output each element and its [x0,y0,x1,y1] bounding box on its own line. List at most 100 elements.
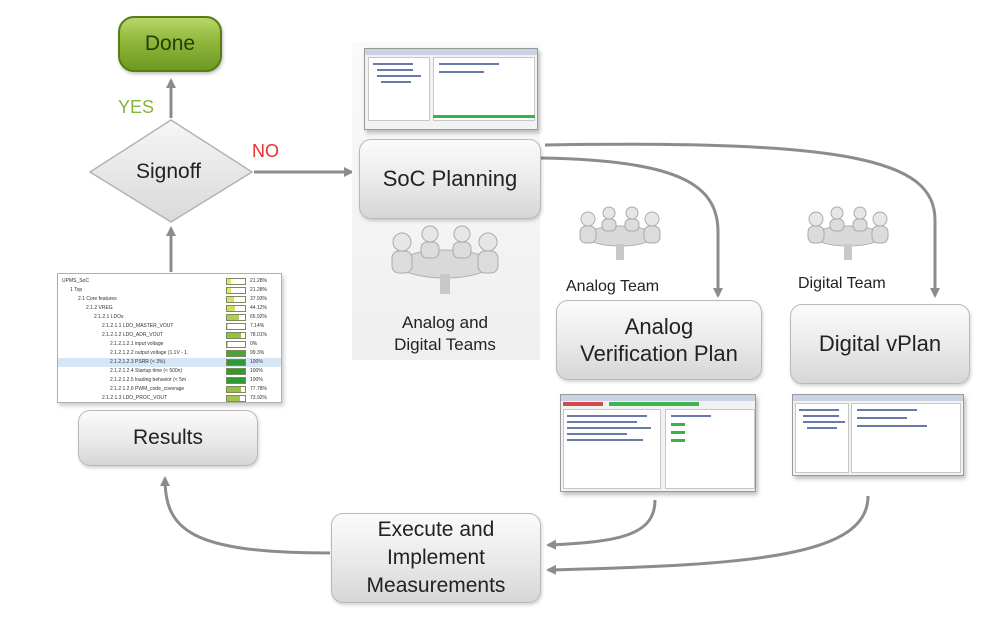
coverage-bar [226,386,246,393]
coverage-bar [226,296,246,303]
coverage-bar [226,305,246,312]
results-row-label: 2.1.2.1.2.6 PWM_code_coverage [110,386,185,392]
results-row[interactable]: 2.1.2.1.2.6 PWM_code_coverage 77.78% [58,385,281,394]
coverage-bar-fill [227,324,229,329]
results-row-label: 2.1.2.1 LDOs [94,314,124,320]
analog-verification-plan-node: Analog Verification Plan [556,300,762,380]
results-row-percent: 44.12% [250,305,267,311]
results-row-percent: 37.93% [250,296,267,302]
digital-vplan-label: Digital vPlan [818,331,942,357]
coverage-bar [226,332,246,339]
analog-digital-teams-line-1: Analog and [401,313,489,332]
results-row-percent: 77.78% [250,386,267,392]
results-row[interactable]: 2.1.2.1.2.5 loading behavior (< 5m 100% [58,376,281,385]
results-row-percent: 7.14% [250,323,265,329]
results-row-label: 2.1.2.1.2.5 loading behavior (< 5m [110,377,187,383]
results-row[interactable]: 2.1.2 VREG 44.12% [58,304,281,313]
results-node: Results [78,410,258,466]
execute-node: Execute and Implement Measurements [331,513,541,603]
results-row[interactable]: 2.1 Core features 37.93% [58,295,281,304]
results-row[interactable]: 2.1.2.1.2.4 Startup time (< 500n)100% [58,367,281,376]
digital-vplan-node: Digital vPlan [790,304,970,384]
analog-plan-line-2: Verification Plan [580,341,738,366]
arrow-analog-to-execute [546,499,657,550]
results-row-percent: 0% [250,341,258,347]
execute-line-2: Implement [386,546,486,569]
results-row-percent: 65.92% [250,314,267,320]
coverage-bar [226,359,246,366]
coverage-bar-fill [227,297,234,302]
signoff-label: Signoff [136,160,201,183]
yes-label: YES [118,97,155,117]
results-row-percent: 100% [250,377,263,383]
coverage-bar-fill [227,306,235,311]
results-row-label: 2.1.2.1.2.4 Startup time (< 500n) [110,368,183,374]
coverage-bar [226,341,246,348]
results-row[interactable]: 2.1.2.1.2.1 input voltage 0% [58,340,281,349]
coverage-bar [226,323,246,330]
results-row-label: 2.1.2.1.2.1 input voltage [110,341,164,347]
results-row-label: 2.1.2.1.2.3 PSRR (< 3%) [110,359,166,365]
soc-planning-label: SoC Planning [382,166,518,192]
results-row-percent: 78.01% [250,332,267,338]
coverage-bar [226,395,246,402]
arrow-digital-to-execute [546,495,870,575]
analog-plan-line-1: Analog [624,313,694,339]
digital-team-meeting-icon [807,206,889,260]
coverage-bar [226,278,246,285]
execute-line-1: Execute and [377,518,495,541]
arrow-execute-to-results [160,476,331,555]
coverage-bar-fill [227,315,239,320]
coverage-bar-fill [227,387,242,392]
coverage-bar-fill [227,378,245,383]
coverage-bar [226,368,246,375]
results-row[interactable]: 2.1.2.1 LDOs 65.92% [58,313,281,322]
arrow-soc-to-digital-vplan [544,142,940,298]
results-row-percent: 21.28% [250,278,267,284]
analog-team-meeting-icon [579,206,661,260]
coverage-bar-fill [227,396,241,401]
analog-plan-screenshot [560,394,756,492]
results-row[interactable]: UPMS_SoC 21.28% [58,277,281,286]
no-label: NO [252,141,279,161]
analog-digital-teams-label: Analog and Digital Teams [380,312,510,356]
coverage-bar-fill [227,279,231,284]
soc-planning-screenshot [364,48,538,130]
coverage-bar-fill [227,360,245,365]
results-row[interactable]: 2.1.2.1.2 LDO_ADR_VOUT 78.01% [58,331,281,340]
results-row-label: UPMS_SoC [62,278,89,284]
results-label: Results [132,425,204,449]
coverage-bar-fill [227,333,242,338]
coverage-bar-fill [227,342,228,347]
signoff-diamond [88,119,254,223]
results-row-label: 2.1.2.1.2 LDO_ADR_VOUT [102,332,164,338]
results-row-label: 2.1.2.1.1 LDO_MASTER_VOUT [102,323,174,329]
arrow-soc-to-analog-plan [539,156,723,298]
coverage-bar [226,377,246,384]
execute-line-3: Measurements [366,574,506,597]
coverage-bar-fill [227,288,231,293]
coverage-bar [226,350,246,357]
coverage-bar [226,287,246,294]
results-row-label: 2.1 Core features [78,296,117,302]
digital-team-label: Digital Team [798,275,886,292]
coverage-bar-fill [227,369,245,374]
results-row-percent: 73.92% [250,395,267,401]
digital-vplan-screenshot [792,394,964,476]
results-row-label: 2.1.2.1.2.2 output voltage (1.1V - 1. [110,350,189,356]
results-row-label: 1 Top [70,287,83,293]
coverage-bar [226,314,246,321]
team-meeting-icon [391,225,499,294]
soc-planning-node: SoC Planning [359,139,541,219]
results-row-label: 2.1.2 VREG [86,305,113,311]
analog-digital-teams-line-2: Digital Teams [394,335,496,354]
analog-team-label: Analog Team [566,278,660,295]
results-row[interactable]: 2.1.2.1.1 LDO_MASTER_VOUT 7.14% [58,322,281,331]
results-row[interactable]: 2.1.2.1.2.3 PSRR (< 3%)100% [58,358,281,367]
done-label: Done [144,32,196,55]
results-row[interactable]: 2.1.2.1.2.2 output voltage (1.1V - 1.99.… [58,349,281,358]
